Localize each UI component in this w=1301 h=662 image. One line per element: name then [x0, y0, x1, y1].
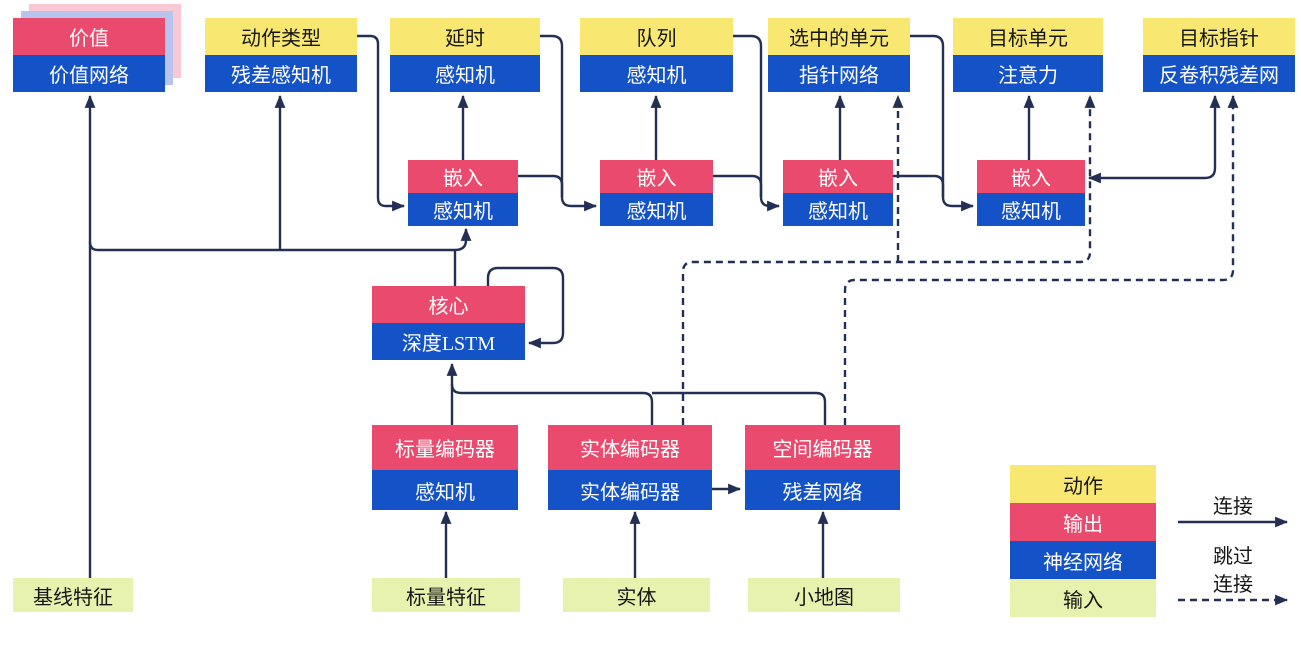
- entity-encoder-network-label: 实体编码器: [548, 470, 712, 510]
- embed2-output-label: 嵌入: [600, 160, 713, 193]
- value-output-label: 价值: [13, 18, 165, 55]
- legend-skip-label-line1: 跳过: [1213, 546, 1253, 568]
- legend-solid-arrow-label: 连接: [1213, 496, 1253, 518]
- node-action-type: 动作类型 残差感知机: [205, 18, 357, 92]
- action-type-action-label: 动作类型: [205, 18, 357, 55]
- line-embed3-to-embed4: [893, 174, 945, 197]
- embed1-output-label: 嵌入: [408, 160, 518, 193]
- target-point-network-label: 反卷积残差网: [1143, 55, 1295, 92]
- spatial-encoder-output-label: 空间编码器: [745, 425, 900, 470]
- selected-units-action-label: 选中的单元: [768, 18, 910, 55]
- node-spatial-encoder: 空间编码器 残差网络: [745, 425, 900, 510]
- target-point-action-label: 目标指针: [1143, 18, 1295, 55]
- embed1-network-label: 感知机: [408, 193, 518, 226]
- selected-units-network-label: 指针网络: [768, 55, 910, 92]
- scalar-encoder-network-label: 感知机: [372, 470, 518, 510]
- queue-network-label: 感知机: [580, 55, 733, 92]
- node-baseline-features: 基线特征: [13, 578, 133, 612]
- line-entity-encoder-to-core: [450, 383, 654, 425]
- node-delay: 延时 感知机: [390, 18, 540, 92]
- scalar-features-label: 标量特征: [372, 578, 520, 612]
- legend-action-label: 动作: [1010, 465, 1156, 503]
- delay-network-label: 感知机: [390, 55, 540, 92]
- node-value: 价值 价值网络: [13, 18, 165, 92]
- embed3-network-label: 感知机: [783, 193, 893, 226]
- node-embed1: 嵌入 感知机: [408, 160, 518, 226]
- embed4-output-label: 嵌入: [977, 160, 1085, 193]
- arrow-queue-to-embed3: [733, 34, 781, 212]
- node-scalar-features: 标量特征: [372, 578, 520, 612]
- embed2-network-label: 感知机: [600, 193, 713, 226]
- delay-action-label: 延时: [390, 18, 540, 55]
- target-unit-action-label: 目标单元: [953, 18, 1103, 55]
- entity-encoder-output-label: 实体编码器: [548, 425, 712, 470]
- legend-skip-label-line2: 连接: [1213, 574, 1253, 596]
- spatial-encoder-network-label: 残差网络: [745, 470, 900, 510]
- core-network-label: 深度LSTM: [372, 323, 525, 360]
- skip-entity-encoder-to-target-unit: [681, 94, 1096, 425]
- embed4-network-label: 感知机: [977, 193, 1085, 226]
- legend-output-label: 输出: [1010, 503, 1156, 541]
- arrow-delay-to-embed2: [540, 34, 598, 212]
- line-spatial-encoder-to-core: [652, 391, 827, 425]
- baseline-features-label: 基线特征: [13, 578, 133, 612]
- arrow-embed4-target-point: [1087, 94, 1221, 184]
- legend-network-label: 神经网络: [1010, 541, 1156, 579]
- node-embed4: 嵌入 感知机: [977, 160, 1085, 226]
- line-embed1-to-embed2: [518, 174, 564, 197]
- minimap-label: 小地图: [748, 578, 900, 612]
- action-type-network-label: 残差感知机: [205, 55, 357, 92]
- node-embed2: 嵌入 感知机: [600, 160, 713, 226]
- arrow-selected-units-to-embed4: [910, 34, 975, 212]
- queue-action-label: 队列: [580, 18, 733, 55]
- node-scalar-encoder: 标量编码器 感知机: [372, 425, 518, 510]
- node-target-point: 目标指针 反卷积残差网: [1143, 18, 1295, 92]
- node-entities: 实体: [563, 578, 710, 612]
- node-queue: 队列 感知机: [580, 18, 733, 92]
- node-entity-encoder: 实体编码器 实体编码器: [548, 425, 712, 510]
- target-unit-network-label: 注意力: [953, 55, 1103, 92]
- skip-spatial-encoder-to-target-point: [843, 94, 1239, 425]
- scalar-encoder-output-label: 标量编码器: [372, 425, 518, 470]
- arrow-core-to-embed1: [454, 227, 472, 252]
- line-junction-left: [88, 241, 455, 252]
- legend-input-label: 输入: [1010, 579, 1156, 617]
- line-embed2-to-embed3: [713, 174, 763, 197]
- core-output-label: 核心: [372, 286, 525, 323]
- entities-label: 实体: [563, 578, 710, 612]
- node-selected-units: 选中的单元 指针网络: [768, 18, 910, 92]
- legend-color-key: 动作 输出 神经网络 输入: [1010, 465, 1156, 617]
- embed3-output-label: 嵌入: [783, 160, 893, 193]
- arrow-action-type-to-embed1: [357, 34, 406, 212]
- node-target-unit: 目标单元 注意力: [953, 18, 1103, 92]
- core-self-loop: [486, 266, 565, 349]
- node-minimap: 小地图: [748, 578, 900, 612]
- node-embed3: 嵌入 感知机: [783, 160, 893, 226]
- node-core: 核心 深度LSTM: [372, 286, 525, 360]
- value-network-label: 价值网络: [13, 55, 165, 92]
